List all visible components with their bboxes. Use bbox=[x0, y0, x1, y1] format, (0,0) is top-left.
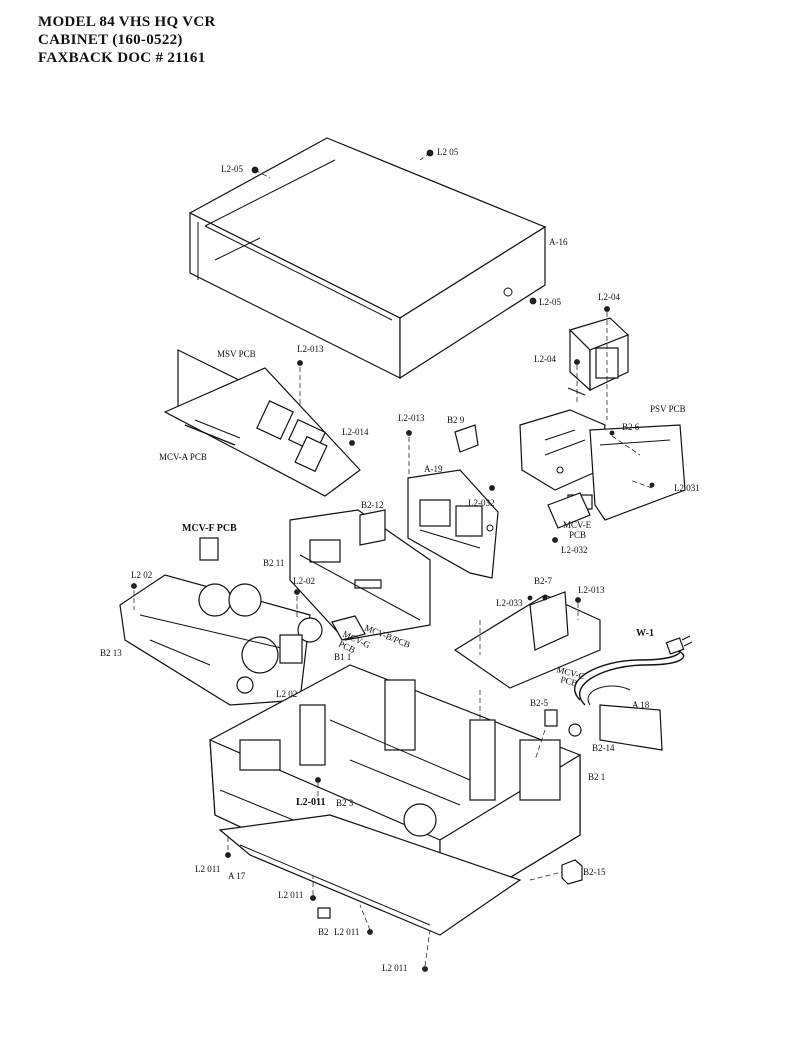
label-b2-3: B2 3 bbox=[336, 798, 354, 808]
tape-mechanism bbox=[119, 574, 323, 706]
label-l2-014: L2-014 bbox=[342, 427, 369, 437]
screw-b2-6 bbox=[609, 430, 615, 436]
label-l2-013-right: L2-013 bbox=[578, 585, 605, 595]
assembly-guides bbox=[133, 152, 653, 967]
label-mcv-a-pcb: MCV-A PCB bbox=[159, 452, 207, 462]
label-l2-04-top: L2-04 bbox=[598, 292, 620, 302]
screw-l2-04-left bbox=[574, 359, 580, 365]
bottom-plate-a17 bbox=[218, 814, 522, 936]
label-b2-11: B2 11 bbox=[263, 558, 284, 568]
mcv-b-pcb bbox=[289, 509, 431, 641]
part-b2-5 bbox=[544, 709, 558, 727]
label-l2-011-bottom-b: L2 011 bbox=[334, 927, 359, 937]
label-w1: W-1 bbox=[636, 628, 654, 639]
label-l2-011-inner: L2-011 bbox=[296, 797, 325, 808]
screw-l2-031 bbox=[649, 482, 655, 488]
bracket-a19 bbox=[407, 469, 499, 579]
label-a18 bbox=[599, 704, 663, 751]
screw-l2-04-top bbox=[604, 306, 610, 312]
screw-l2-033 bbox=[527, 595, 533, 601]
label-b2-13: B2 13 bbox=[100, 648, 122, 658]
label-l2-02-bottom: L2 02 bbox=[276, 689, 297, 699]
label-b2-7: B2-7 bbox=[534, 576, 553, 586]
label-l2-011-left: L2 011 bbox=[195, 864, 220, 874]
mcv-f-pcb bbox=[199, 537, 219, 561]
label-l2-05-right: L2-05 bbox=[539, 297, 561, 307]
label-l2-013-msv: L2-013 bbox=[297, 344, 324, 354]
label-l2-033: L2-033 bbox=[496, 598, 523, 608]
b2-12-part bbox=[359, 509, 386, 546]
foot-b2-15 bbox=[561, 859, 583, 885]
screw-l2-011-inner bbox=[315, 777, 321, 783]
screw-l2-032-b bbox=[552, 537, 558, 543]
label-l2-02-center: L2-02 bbox=[293, 576, 315, 586]
label-l2-02-left: L2 02 bbox=[131, 570, 152, 580]
screw-l2-011-bottom-a bbox=[310, 895, 316, 901]
top-cover-a16 bbox=[188, 137, 547, 380]
bracket-b2-9 bbox=[454, 424, 479, 453]
label-l2-011-bottom-c: L2 011 bbox=[382, 963, 407, 973]
screw-l2-013-center bbox=[406, 430, 412, 436]
label-l2-013-center: L2-013 bbox=[398, 413, 425, 423]
screw-l2-013-msv bbox=[297, 360, 303, 366]
label-a17: A 17 bbox=[228, 871, 246, 881]
screw-b2-7 bbox=[542, 595, 548, 601]
label-b1-1: B1 1 bbox=[334, 652, 351, 662]
part-b2-2 bbox=[317, 907, 331, 919]
header-model-line: MODEL 84 VHS HQ VCR bbox=[38, 14, 216, 30]
transformer bbox=[567, 317, 630, 396]
label-l2-011-bottom-a: L2 011 bbox=[278, 890, 303, 900]
mcv-g-pcb bbox=[331, 615, 366, 641]
label-b2-6: B2 6 bbox=[622, 422, 640, 432]
label-psv-pcb: PSV PCB bbox=[650, 404, 686, 414]
label-mcv-c-pcb-line2: PCB bbox=[559, 674, 578, 688]
label-l2-032-a: L2-032 bbox=[468, 498, 495, 508]
mcv-e-pcb bbox=[547, 492, 591, 529]
label-l2-032-b: L2-032 bbox=[561, 545, 588, 555]
mcv-c-pcb bbox=[453, 591, 601, 689]
label-msv-pcb: MSV PCB bbox=[217, 349, 256, 359]
screw-l2-011-bottom-b bbox=[367, 929, 373, 935]
label-a19: A-19 bbox=[424, 464, 443, 474]
label-b2-15: B2-15 bbox=[583, 867, 606, 877]
label-l2-05-top: L2 05 bbox=[437, 147, 459, 157]
screw-l2-032-a bbox=[489, 485, 495, 491]
header-faxback-line: FAXBACK DOC # 21161 bbox=[38, 50, 206, 66]
label-l2-04-left: L2-04 bbox=[534, 354, 556, 364]
screw-l2-011-bottom-c bbox=[422, 966, 428, 972]
label-mcv-f-pcb: MCV-F PCB bbox=[182, 523, 237, 534]
label-l2-031: L2 031 bbox=[674, 483, 700, 493]
screw-l2-013-right bbox=[575, 597, 581, 603]
psv-pcb bbox=[589, 424, 686, 521]
label-mcv-e-pcb-line1: MCV-E bbox=[563, 520, 592, 530]
power-cord-w1 bbox=[573, 635, 693, 706]
label-b2-5: B2-5 bbox=[530, 698, 549, 708]
label-b2-2: B2 bbox=[318, 927, 329, 937]
label-a18: A 18 bbox=[632, 700, 650, 710]
screw-l2-014 bbox=[349, 440, 355, 446]
screw-l2-02-left bbox=[131, 583, 137, 589]
mcv-a-pcb bbox=[163, 367, 361, 497]
header-cabinet-line: CABINET (160-0522) bbox=[38, 32, 183, 48]
label-l2-05-left: L2-05 bbox=[221, 164, 243, 174]
label-a16: A-16 bbox=[549, 237, 568, 247]
label-b2-12: B2-12 bbox=[361, 500, 384, 510]
screw-l2-02-center bbox=[294, 589, 300, 595]
screw-l2-05-right bbox=[529, 297, 537, 305]
label-b2-14: B2-14 bbox=[592, 743, 615, 753]
label-mcv-e-pcb-line2: PCB bbox=[569, 530, 586, 540]
part-b2-14 bbox=[568, 723, 582, 737]
label-b2-9: B2 9 bbox=[447, 415, 465, 425]
label-b2-1: B2 1 bbox=[588, 772, 605, 782]
